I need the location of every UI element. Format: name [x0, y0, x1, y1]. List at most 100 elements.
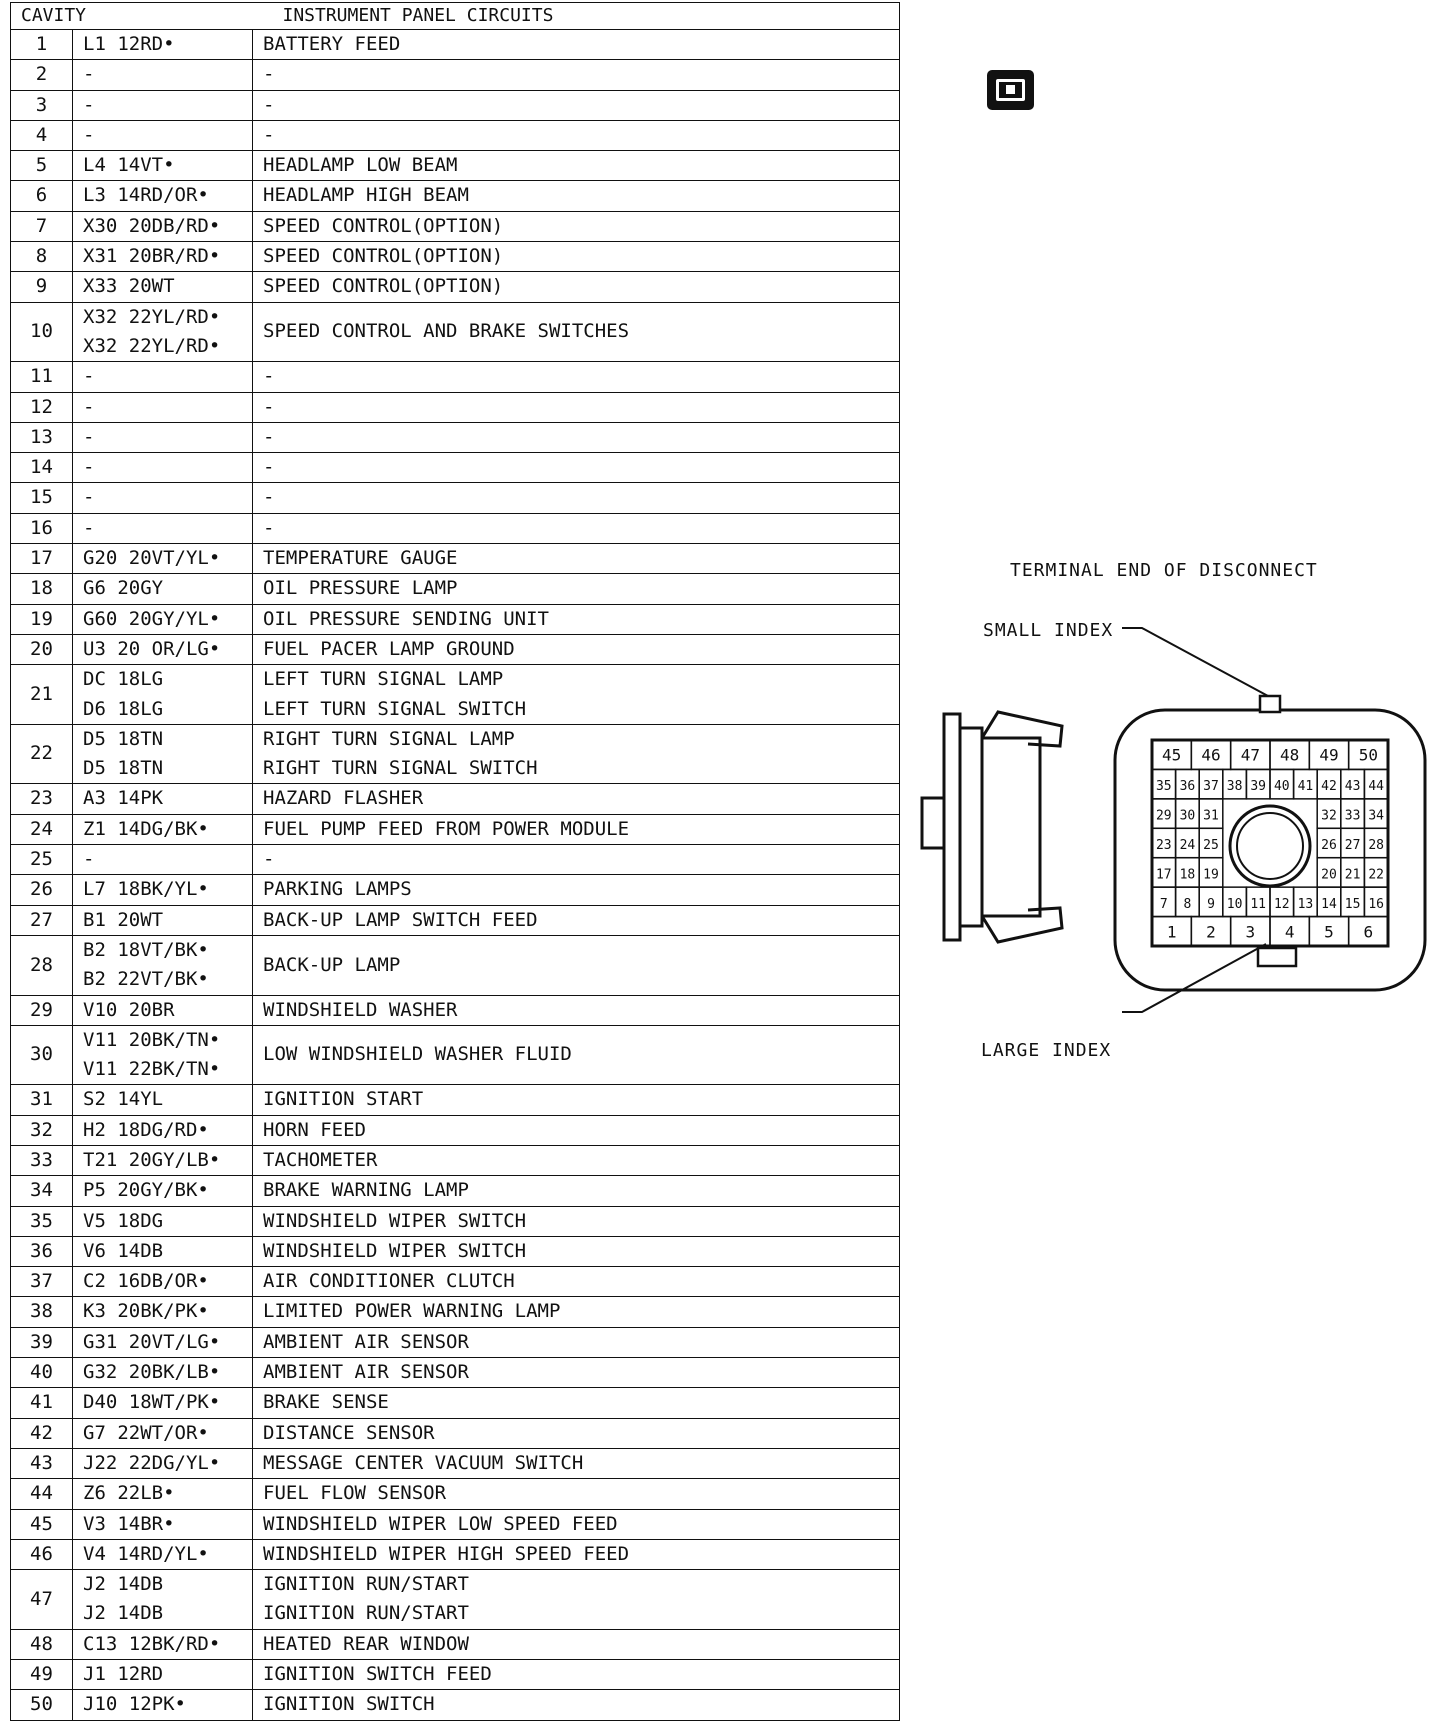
circuit-function-cell: -	[252, 361, 900, 393]
wire-code-cell: J1 12RD	[72, 1659, 253, 1691]
wire-code-cell: -	[72, 421, 253, 454]
terminal-number: 24	[1180, 838, 1196, 853]
circuit-function: HORN FEED	[263, 1118, 366, 1141]
cavity-number: 35	[10, 1205, 73, 1237]
wire-code: G60 20GY/YL•	[83, 607, 221, 630]
circuit-function: FUEL PACER LAMP GROUND	[263, 637, 515, 660]
wire-code: Z1 14DG/BK•	[83, 817, 209, 840]
large-index-tab	[1256, 946, 1298, 968]
terminal-number: 19	[1203, 867, 1219, 882]
circuit-function: LIMITED POWER WARNING LAMP	[263, 1300, 561, 1323]
terminal-number: 14	[1321, 897, 1337, 912]
terminal-number: 31	[1203, 809, 1219, 824]
circuit-function-cell: IGNITION START	[252, 1084, 900, 1116]
circuit-function-cell: HEADLAMP LOW BEAM	[252, 150, 900, 182]
wire-code: X33 20WT	[83, 275, 175, 298]
circuit-function-cell: FUEL PACER LAMP GROUND	[252, 633, 900, 666]
wire-code: H2 18DG/RD•	[83, 1118, 209, 1141]
terminal-number: 10	[1227, 897, 1243, 912]
terminal-number: 6	[1364, 922, 1374, 941]
terminal-number: 34	[1368, 809, 1384, 824]
terminal-cell	[1347, 915, 1389, 947]
wire-code-cell: -	[72, 482, 253, 514]
wire-code: D5 18TN	[83, 757, 164, 780]
cavity-number: 30	[10, 1024, 73, 1086]
circuit-function-cell: SPEED CONTROL AND BRAKE SWITCHES	[252, 301, 900, 363]
circuit-function-cell: -	[252, 452, 900, 484]
terminal-number: 43	[1345, 779, 1361, 794]
terminal-number: 20	[1321, 867, 1337, 882]
circuit-function: WINDSHIELD WIPER SWITCH	[263, 1239, 527, 1262]
cavity-number: 48	[10, 1628, 73, 1661]
terminal-number: 32	[1321, 809, 1337, 824]
circuit-function-cell: WINDSHIELD WIPER SWITCH	[252, 1235, 900, 1268]
wire-code: -	[83, 848, 95, 871]
wire-code-cell: L3 14RD/OR•	[72, 180, 253, 212]
terminal-number: 45	[1162, 746, 1181, 765]
wire-code-cell: -	[72, 844, 253, 876]
wire-code: G6 20GY	[83, 577, 164, 600]
circuit-function-cell: SPEED CONTROL(OPTION)	[252, 210, 900, 243]
terminal-number: 50	[1359, 746, 1378, 765]
terminal-number: 39	[1250, 779, 1266, 794]
circuit-function: AIR CONDITIONER CLUTCH	[263, 1270, 515, 1293]
wire-code: G20 20VT/YL•	[83, 547, 221, 570]
circuit-function: FUEL FLOW SENSOR	[263, 1482, 447, 1505]
wire-code: J2 14DB	[83, 1602, 164, 1625]
wire-code: D40 18WT/PK•	[83, 1391, 221, 1414]
circuit-function-cell: WINDSHIELD WIPER LOW SPEED FEED	[252, 1508, 900, 1540]
wire-code: V6 14DB	[83, 1239, 164, 1262]
wire-code: J10 12PK•	[83, 1693, 186, 1716]
circuit-function: WINDSHIELD WIPER HIGH SPEED FEED	[263, 1542, 630, 1565]
circuit-function-cell: FUEL FLOW SENSOR	[252, 1478, 900, 1510]
wire-code: G31 20VT/LG•	[83, 1330, 221, 1353]
terminal-number: 5	[1324, 922, 1334, 941]
cavity-number: 47	[10, 1569, 73, 1630]
circuit-function: SPEED CONTROL(OPTION)	[263, 214, 504, 237]
cavity-number: 28	[10, 934, 73, 996]
wire-code-cell: -	[72, 119, 253, 152]
circuit-function: BRAKE WARNING LAMP	[263, 1179, 469, 1202]
wire-code: L3 14RD/OR•	[83, 184, 209, 207]
circuit-function: -	[263, 123, 275, 146]
large-index-leader	[1122, 943, 1267, 1013]
wire-code: -	[83, 425, 95, 448]
wire-code: -	[83, 486, 95, 509]
circuit-function-cell: -	[252, 421, 900, 454]
terminal-number: 16	[1368, 897, 1384, 912]
wire-code: G32 20BK/LB•	[83, 1361, 221, 1384]
circuit-function: RIGHT TURN SIGNAL SWITCH	[263, 757, 538, 780]
cavity-number: 40	[10, 1357, 73, 1389]
terminal-number: 46	[1201, 746, 1220, 765]
circuit-function: TEMPERATURE GAUGE	[263, 547, 458, 570]
circuit-function-cell: AMBIENT AIR SENSOR	[252, 1326, 900, 1359]
terminal-number: 49	[1319, 746, 1338, 765]
circuit-function-cell: OIL PRESSURE LAMP	[252, 573, 900, 605]
center-post-inner	[1236, 812, 1304, 880]
wire-code-cell: U3 20 OR/LG•	[72, 633, 253, 666]
cavity-number: 19	[10, 603, 73, 635]
cavity-number: 5	[10, 150, 73, 182]
wire-code: B1 20WT	[83, 908, 164, 931]
wire-code: -	[83, 365, 95, 388]
circuit-function: -	[263, 395, 275, 418]
circuit-function: WINDSHIELD WASHER	[263, 998, 458, 1021]
terminal-number: 1	[1167, 922, 1177, 941]
cavity-number: 15	[10, 482, 73, 514]
wire-code-cell: C2 16DB/OR•	[72, 1266, 253, 1298]
